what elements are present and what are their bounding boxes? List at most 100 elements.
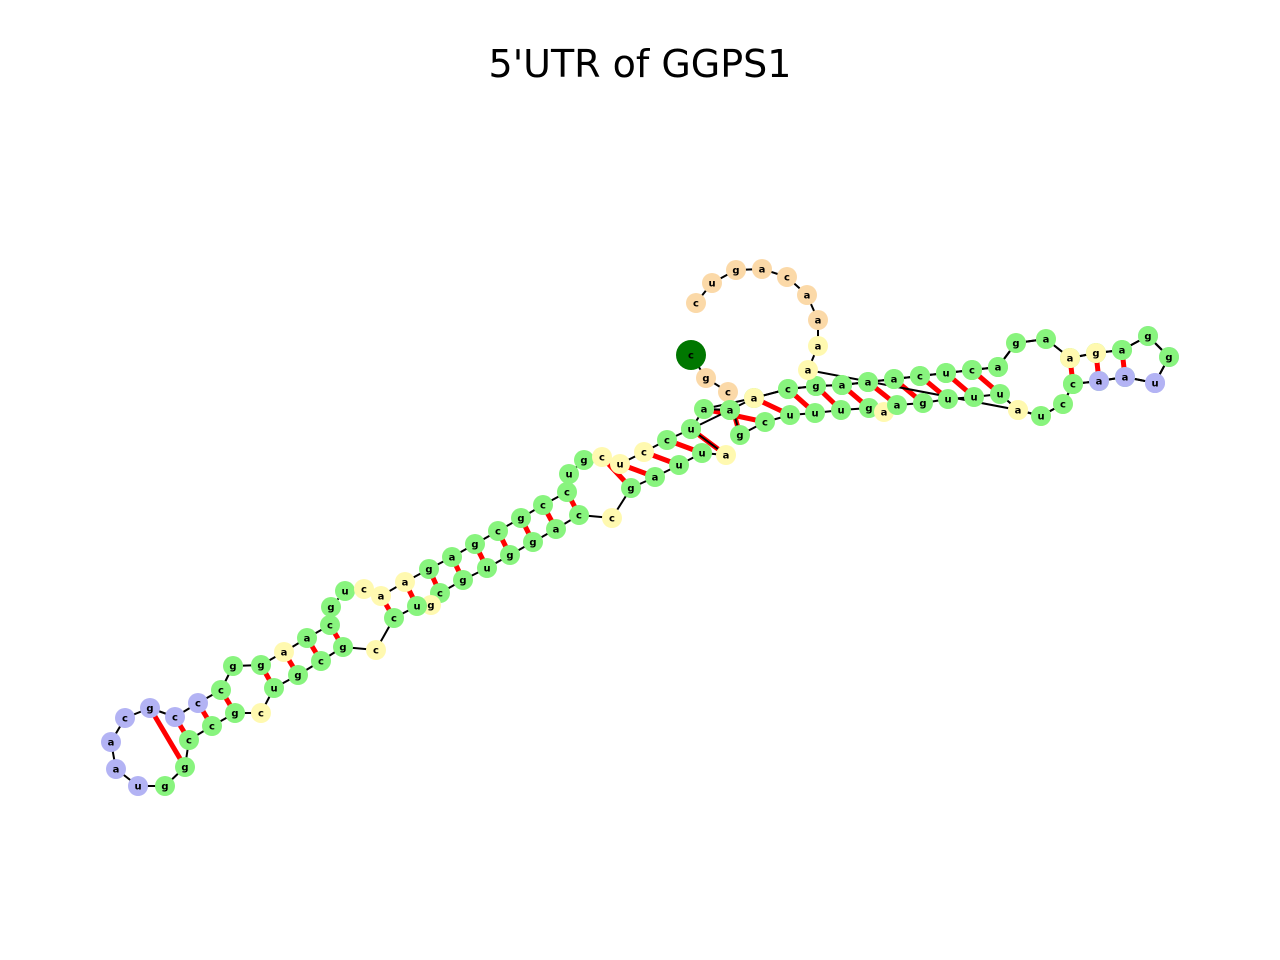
nucleotide-label: a (839, 381, 846, 392)
nucleotide-internal-loop: a (1060, 348, 1080, 368)
nucleotide-label: c (969, 366, 975, 377)
nucleotide-stem: u (681, 419, 701, 439)
nucleotide-hairpin-loop: a (1089, 371, 1109, 391)
nucleotide-label: g (506, 551, 513, 562)
nucleotide-stem: u (964, 387, 984, 407)
nucleotide-circle (716, 445, 736, 465)
nucleotide-internal-loop: g (1086, 343, 1106, 363)
nucleotide-label: c (195, 699, 201, 710)
nucleotide-label: c (641, 448, 647, 459)
nucleotide-external: g (726, 260, 746, 280)
nucleotide-label: u (413, 602, 420, 613)
nucleotide-hairpin-loop: a (1115, 367, 1135, 387)
nucleotide-label: c (664, 436, 670, 447)
nucleotide-circle (718, 382, 738, 402)
nucleotide-internal-loop: a (808, 336, 828, 356)
nucleotide-circle (676, 340, 706, 370)
nucleotide-label: u (1151, 379, 1158, 390)
nucleotide-circle (744, 388, 764, 408)
nucleotide-label: u (341, 587, 348, 598)
nucleotide-external: a (797, 285, 817, 305)
nucleotide-circle (592, 447, 612, 467)
nucleotide-label: a (108, 738, 115, 749)
nucleotide-label: g (1092, 349, 1099, 360)
nucleotide-circle (321, 597, 341, 617)
nucleotide-label: c (693, 299, 699, 310)
nucleotide-label: c (172, 713, 178, 724)
nucleotide-circle (533, 495, 553, 515)
nucleotide-label: a (815, 316, 822, 327)
nucleotide-label: c (318, 657, 324, 668)
nucleotide-label: a (723, 451, 730, 462)
nucleotide-circle (574, 450, 594, 470)
nucleotide-internal-loop: c (251, 703, 271, 723)
nucleotide-label: u (565, 470, 572, 481)
nucleotide-stem: u (1031, 406, 1051, 426)
nucleotide-label: a (652, 473, 659, 484)
nucleotide-circle (780, 405, 800, 425)
nucleotide-stem: g (223, 656, 243, 676)
nucleotide-internal-loop: c (602, 508, 622, 528)
nucleotide-circle (1086, 343, 1106, 363)
nucleotide-stem: a (297, 628, 317, 648)
nucleotide-label: c (785, 385, 791, 396)
nucleotide-label: u (942, 369, 949, 380)
nucleotide-circle (354, 579, 374, 599)
nucleotide-circle (523, 532, 543, 552)
nucleotide-circle (140, 698, 160, 718)
nucleotide-stem: g (321, 597, 341, 617)
nucleotide-circle (755, 412, 775, 432)
nucleotide-label: g (146, 704, 153, 715)
nucleotide-circle (225, 703, 245, 723)
nucleotide-label: g (865, 404, 872, 415)
nucleotide-label: a (815, 342, 822, 353)
nucleotide-stem: g (523, 532, 543, 552)
nucleotide-circle (175, 757, 195, 777)
nucleotide-circle (634, 442, 654, 462)
nucleotide-circle (938, 389, 958, 409)
nucleotide-circle (419, 559, 439, 579)
nucleotide-stem: u (669, 455, 689, 475)
nucleotide-circle (962, 360, 982, 380)
nucleotide-stem: a (694, 399, 714, 419)
nucleotide-stem: c (384, 608, 404, 628)
nucleotide-circle (106, 759, 126, 779)
nucleotide-circle (831, 400, 851, 420)
nucleotide-circle (887, 395, 907, 415)
nucleotide-stem: c (1063, 374, 1083, 394)
nucleotide-circle (730, 425, 750, 445)
nucleotide-stem: g (806, 376, 826, 396)
nucleotide-label: c (784, 273, 790, 284)
nucleotide-hairpin-loop: a (101, 732, 121, 752)
nucleotide-stem: u (938, 389, 958, 409)
nucleotide-label: a (1015, 406, 1022, 417)
nucleotide-circle (681, 419, 701, 439)
nucleotide-label: u (616, 460, 623, 471)
nucleotide-circle (465, 534, 485, 554)
nucleotide-label: g (812, 382, 819, 393)
nucleotide-stem: a (1112, 340, 1132, 360)
nucleotide-circle (188, 693, 208, 713)
nucleotide-circle (1063, 374, 1083, 394)
nucleotide-stem: c (778, 379, 798, 399)
nucleotide-stem: g (288, 665, 308, 685)
nucleotide-circle (1115, 367, 1135, 387)
nucleotide-circle (500, 545, 520, 565)
nucleotide-circle (477, 558, 497, 578)
nucleotide-label: g (529, 538, 536, 549)
nucleotide-label: a (865, 378, 872, 389)
nucleotide-label: a (1043, 335, 1050, 346)
nucleotide-label: u (996, 390, 1003, 401)
nucleotide-circle (990, 384, 1010, 404)
nucleotide-label: u (483, 564, 490, 575)
nucleotide-stem: g (175, 757, 195, 777)
nucleotide-stem: c (202, 716, 222, 736)
nucleotide-label: c (917, 372, 923, 383)
nucleotide-hairpin-loop: u (1145, 373, 1165, 393)
nucleotide-label: a (751, 394, 758, 405)
nucleotide-circle (202, 716, 222, 736)
nucleotide-label: u (675, 461, 682, 472)
nucleotide-circle (453, 570, 473, 590)
nucleotide-stem: a (832, 375, 852, 395)
nucleotide-circle (964, 387, 984, 407)
